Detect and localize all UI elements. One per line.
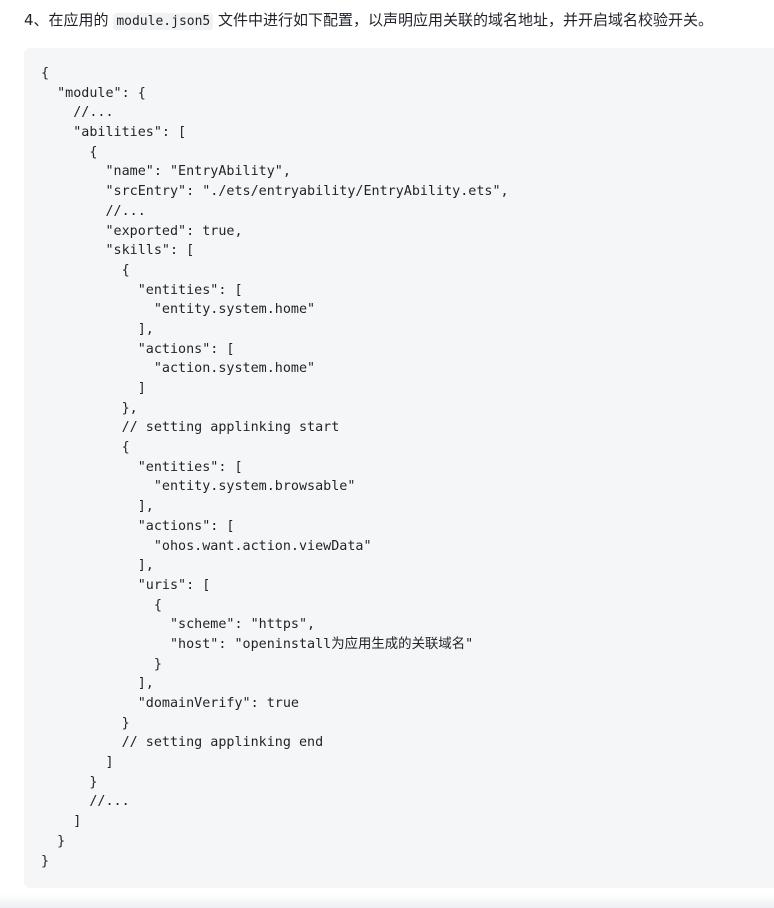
code-line: ] [41, 381, 146, 396]
code-line: } [41, 853, 50, 869]
code-line: { [41, 262, 130, 278]
code-line: "host": "openinstall为应用生成的关联域名" [41, 636, 474, 652]
code-line: ] [41, 814, 82, 830]
code-line: //... [41, 105, 114, 121]
code-line: "entities": [ [41, 282, 243, 298]
code-line: "actions": [ [41, 518, 235, 534]
heading-suffix: 文件中进行如下配置，以声明应用关联的域名地址，并开启域名校验开关。 [218, 11, 714, 29]
code-block: { "module": { //... "abilities": [ { "na… [24, 48, 774, 888]
code-line: { [41, 597, 162, 613]
code-line: { [41, 144, 98, 160]
code-line: ], [41, 676, 154, 692]
code-line: } [41, 833, 66, 849]
heading-prefix: 4、在应用的 [24, 11, 109, 29]
code-line: ] [41, 755, 114, 771]
code-line: "entities": [ [41, 459, 243, 475]
code-line: // setting applinking start [41, 420, 340, 436]
inline-code-filename: module.json5 [113, 13, 214, 30]
code-line: "actions": [ [41, 341, 235, 357]
step-heading: 4、在应用的 module.json5 文件中进行如下配置，以声明应用关联的域名… [24, 9, 774, 33]
code-line: "name": "EntryAbility", [41, 164, 291, 180]
code-line: "action.system.home" [41, 361, 316, 377]
page-footer-shadow [0, 894, 774, 908]
code-line: } [41, 656, 162, 672]
code-line: // setting applinking end [41, 735, 324, 751]
code-line: "uris": [ [41, 577, 211, 593]
code-line: "skills": [ [41, 243, 195, 259]
code-line: ], [41, 558, 154, 574]
code-line: "ohos.want.action.viewData" [41, 538, 372, 554]
code-line: } [41, 715, 130, 731]
code-line: //... [41, 794, 130, 810]
code-line: "entity.system.home" [41, 302, 316, 318]
code-line: "scheme": "https", [41, 617, 316, 633]
code-line: { [41, 66, 50, 81]
code-line: ], [41, 321, 154, 337]
code-line: "srcEntry": "./ets/entryability/EntryAbi… [41, 184, 509, 200]
code-line: { [41, 440, 130, 456]
code-line: "entity.system.browsable" [41, 479, 356, 495]
code-line: "exported": true, [41, 223, 243, 239]
code-line: "module": { [41, 85, 146, 101]
code-line: }, [41, 400, 138, 416]
code-line: } [41, 774, 98, 790]
code-line: ], [41, 499, 154, 515]
code-line: "abilities": [ [41, 125, 187, 141]
code-line: //... [41, 203, 146, 219]
code-line: "domainVerify": true [41, 696, 299, 711]
